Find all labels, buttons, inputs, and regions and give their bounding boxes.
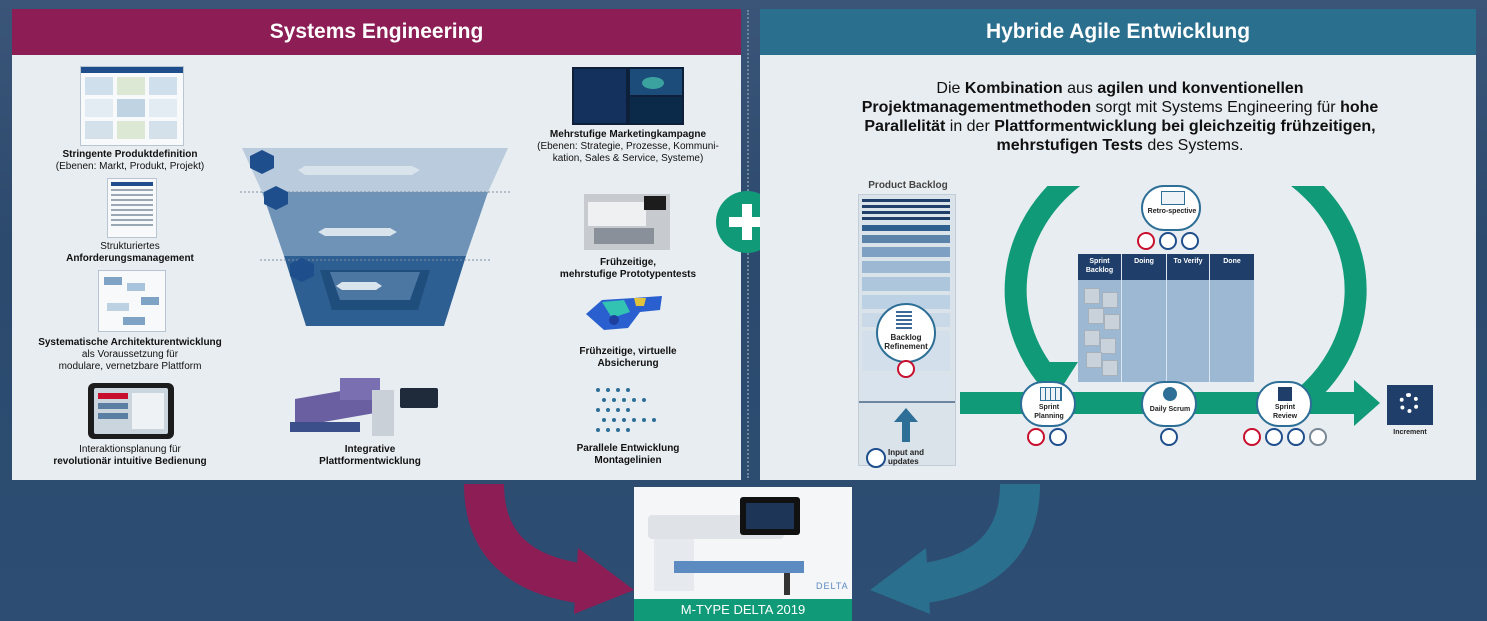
anforderung-image — [107, 178, 157, 238]
board-col-sprint-backlog: Sprint Backlog — [1085, 258, 1114, 274]
task-note — [1084, 330, 1100, 346]
product-owner-icon — [1137, 232, 1155, 250]
se-title: Systems Engineering — [269, 20, 484, 43]
team-icon — [1160, 428, 1178, 446]
board-col-doing: Doing — [1134, 258, 1154, 265]
scrum-master-icon — [1181, 232, 1199, 250]
se-header — [12, 9, 741, 55]
board-col-to-verify: To Verify — [1173, 258, 1203, 265]
board-col-done: Done — [1223, 258, 1241, 265]
gear-icon — [1399, 393, 1419, 413]
delta-brand-label: DELTA — [816, 581, 849, 591]
marketing-label: Mehrstufige Marketingkampagne(Ebenen: St… — [537, 129, 719, 164]
product-owner-icon — [897, 360, 915, 378]
product-caption: M-TYPE DELTA 2019 — [634, 599, 852, 621]
agile-merge-arrow — [870, 484, 1040, 614]
marketing-image — [572, 67, 684, 125]
sprint-review-circle: Sprint Review — [1256, 381, 1312, 427]
integrative-machine-image — [290, 372, 450, 442]
task-note — [1100, 338, 1116, 354]
task-note — [1088, 308, 1104, 324]
arrow-up-icon — [894, 408, 918, 442]
agile-intro-text: Die Kombination aus agilen und konventio… — [861, 80, 1379, 154]
task-note — [1102, 292, 1118, 308]
produktdefinition-label: Stringente Produktdefinition(Ebenen: Mar… — [55, 149, 205, 172]
task-note — [1104, 314, 1120, 330]
increment-label: Increment — [1393, 429, 1427, 436]
agile-header — [760, 9, 1476, 55]
agile-title: Hybride Agile Entwicklung — [985, 20, 1251, 43]
backlog-refinement-circle: Backlog Refinement — [876, 303, 936, 363]
virtuell-simulation-image — [586, 296, 662, 330]
architektur-image — [98, 270, 166, 332]
sprint-board: Sprint Backlog Doing To Verify Done — [1078, 254, 1254, 382]
product-owner-icon — [1027, 428, 1045, 446]
task-note — [1086, 352, 1102, 368]
product-image: DELTA — [634, 487, 852, 599]
increment-box — [1387, 385, 1433, 425]
scrum-master-icon — [1287, 428, 1305, 446]
task-note — [1084, 288, 1100, 304]
interaktion-tablet-image — [88, 383, 174, 439]
montagelinien-image — [596, 388, 656, 432]
daily-scrum-circle: Daily Scrum — [1141, 381, 1197, 427]
product-backlog-title: Product Backlog — [868, 180, 948, 191]
sprint-planning-circle: Sprint Planning — [1020, 381, 1076, 427]
prototyp-image — [584, 194, 670, 250]
se-merge-arrow — [464, 484, 634, 614]
produktdefinition-image — [80, 66, 184, 146]
team-icon — [1049, 428, 1067, 446]
prototyp-label: Frühzeitige,mehrstufige Prototypentests — [559, 257, 697, 280]
product-owner-icon — [1243, 428, 1261, 446]
task-note — [1102, 360, 1118, 376]
retrospective-circle: Retro-spective — [1141, 185, 1201, 231]
team-icon — [1159, 232, 1177, 250]
stakeholder-icon — [1309, 428, 1327, 446]
team-icon — [866, 448, 886, 468]
team-icon — [1265, 428, 1283, 446]
v-model-diagram — [240, 148, 510, 326]
input-updates-label: Input and updates — [888, 448, 924, 466]
